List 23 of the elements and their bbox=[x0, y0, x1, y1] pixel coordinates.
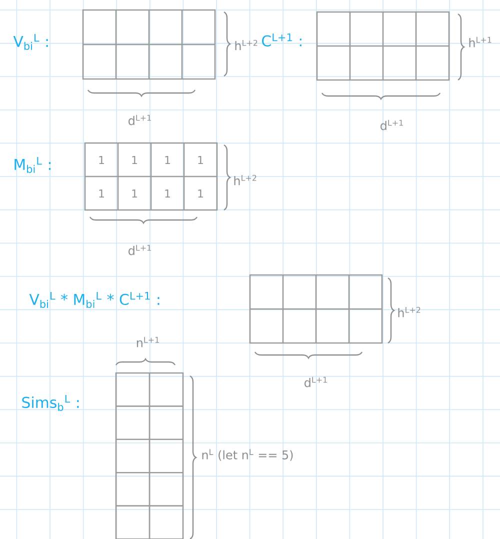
math-label: V$_{bi}$$^{L}$ * M$_{bi}$$^{L}$ * C$^{L+1}$ : bbox=[29, 292, 160, 308]
cell-value: 1 bbox=[198, 156, 203, 164]
cell-value: 1 bbox=[165, 190, 170, 198]
cell-value: 1 bbox=[132, 190, 137, 198]
math-label: M$_{bi}$$^{L}$ : bbox=[14, 157, 50, 173]
dimension-label: n$^{L+1}$ bbox=[136, 336, 159, 348]
dimension-label: h$^{L+2}$ bbox=[234, 174, 256, 186]
math-label: V$_{bi}$$^{L}$ : bbox=[13, 34, 48, 50]
dimension-label: n$^{L}$ (let n$^{L}$ == 5) bbox=[202, 449, 293, 461]
cell-value: 1 bbox=[99, 156, 104, 164]
dimension-label: d$^{L+1}$ bbox=[128, 114, 151, 126]
dimension-label: d$^{L+1}$ bbox=[304, 376, 327, 388]
math-label: C$^{L+1}$ : bbox=[262, 33, 302, 47]
dimension-label: h$^{L+2}$ bbox=[235, 40, 258, 50]
math-label: Sims$_{b}$$^{L}$ : bbox=[22, 395, 79, 411]
dimension-label: d$^{L+1}$ bbox=[380, 120, 403, 130]
dimension-label: d$^{L+1}$ bbox=[128, 244, 151, 256]
cell-value: 1 bbox=[132, 156, 137, 164]
cell-value: 1 bbox=[165, 156, 170, 164]
cell-value: 1 bbox=[198, 190, 203, 198]
dimension-label: h$^{L+2}$ bbox=[398, 306, 420, 318]
cell-value: 1 bbox=[99, 190, 104, 198]
dimension-label: h$^{L+1}$ bbox=[469, 36, 492, 48]
